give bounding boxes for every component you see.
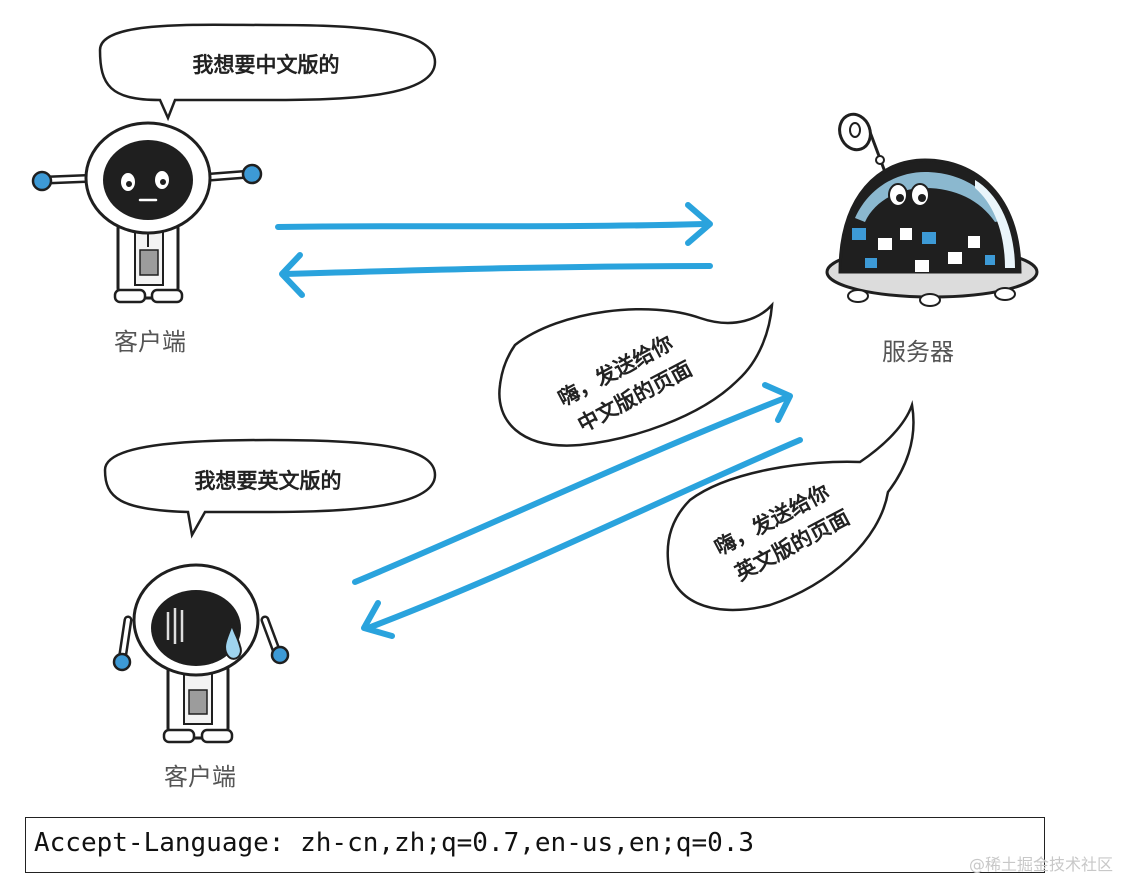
- right-hand-icon: [241, 163, 263, 185]
- server-label: 服务器: [882, 338, 954, 366]
- accept-language-header-box: Accept-Language: zh-cn,zh;q=0.7,en-us,en…: [25, 817, 1045, 873]
- tear-drop-icon: [224, 621, 242, 660]
- server-robot: [825, 112, 1039, 307]
- server-reply-english-bubble: 嗨，发送给你 英文版的页面: [666, 400, 915, 612]
- right-hand-icon: [270, 645, 290, 665]
- top-client-robot: [31, 121, 263, 304]
- left-hand-icon: [31, 170, 53, 192]
- top-response-arrow: [279, 252, 713, 298]
- bottom-response-arrow: [361, 437, 803, 639]
- bottom-client-speech-text: 我想要英文版的: [195, 469, 342, 493]
- bottom-client-robot: [112, 563, 290, 744]
- accept-language-header-text: Accept-Language: zh-cn,zh;q=0.7,en-us,en…: [34, 828, 755, 858]
- top-client-speech-text: 我想要中文版的: [193, 53, 340, 77]
- server-reply-chinese-bubble: 嗨，发送给你 中文版的页面: [498, 301, 774, 447]
- top-client-speech-bubble: 我想要中文版的: [98, 23, 437, 122]
- top-client-label: 客户端: [114, 328, 186, 356]
- watermark-text: @稀土掘金技术社区: [968, 855, 1113, 874]
- bottom-request-arrow: [352, 382, 793, 585]
- top-request-arrow: [275, 202, 713, 246]
- bottom-client-label: 客户端: [164, 763, 236, 791]
- left-hand-icon: [112, 652, 132, 672]
- bottom-client-speech-bubble: 我想要英文版的: [103, 438, 437, 539]
